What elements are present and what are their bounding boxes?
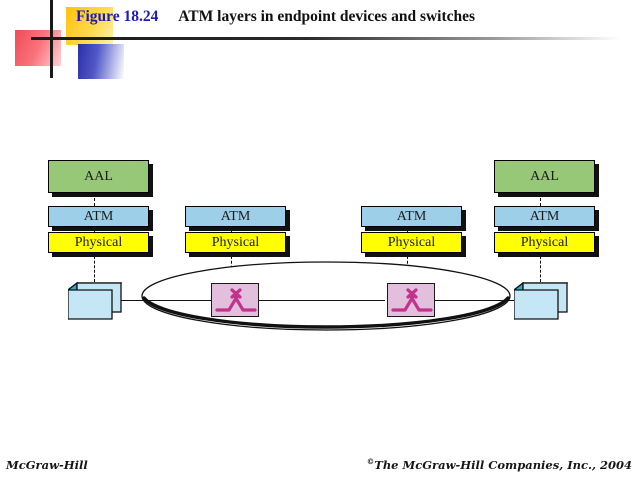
blue-swatch-icon [78, 44, 124, 79]
layer-box-aal-right: AAL [494, 160, 595, 193]
link-cloud-to-right-endpoint [431, 300, 516, 301]
switch-glyph-icon [215, 288, 257, 312]
layer-connector [94, 193, 95, 206]
layer-connector [231, 227, 232, 232]
layer-box-atm-left: ATM [48, 206, 149, 227]
layer-label: AAL [84, 168, 113, 184]
layer-label: ATM [83, 208, 114, 224]
layer-connector [540, 227, 541, 232]
figure-title: ATM layers in endpoint devices and switc… [178, 8, 476, 25]
layer-box-physical-left: Physical [48, 232, 149, 253]
layer-label: ATM [220, 208, 251, 224]
network-cloud [140, 258, 512, 338]
layer-label: ATM [396, 208, 427, 224]
red-swatch-icon [15, 30, 61, 66]
footer-brand: McGraw-Hill [6, 458, 88, 472]
layer-connector [540, 193, 541, 206]
footer-copyright: ©The McGraw-Hill Companies, Inc., 2004 [367, 457, 632, 472]
link-left-endpoint-to-cloud [120, 300, 215, 301]
layer-label: Physical [211, 234, 260, 250]
device-connector [540, 256, 541, 282]
endpoint-device-icon-right[interactable] [512, 281, 569, 321]
header-divider [50, 37, 620, 40]
layer-connector [94, 227, 95, 232]
switch-glyph-icon [391, 288, 433, 312]
atm-switch-icon-right[interactable] [387, 283, 435, 317]
layer-label: Physical [520, 234, 569, 250]
layer-label: ATM [529, 208, 560, 224]
link-switch-to-switch [255, 300, 385, 301]
layer-box-atm-switch-right: ATM [361, 206, 462, 227]
layer-box-atm-switch-left: ATM [185, 206, 286, 227]
layer-label: Physical [387, 234, 436, 250]
atm-switch-icon-left[interactable] [211, 283, 259, 317]
layer-box-physical-switch-right: Physical [361, 232, 462, 253]
endpoint-device-icon-left[interactable] [66, 281, 123, 321]
layer-label: Physical [74, 234, 123, 250]
copyright-icon: © [366, 457, 375, 466]
layer-box-atm-right: ATM [494, 206, 595, 227]
figure-number: Figure 18.24 [76, 8, 159, 25]
layer-box-physical-switch-left: Physical [185, 232, 286, 253]
layer-label: AAL [530, 168, 559, 184]
layer-box-aal-left: AAL [48, 160, 149, 193]
layer-connector [407, 227, 408, 232]
page-title: Figure 18.24 ATM layers in endpoint devi… [76, 8, 475, 30]
layer-box-physical-right: Physical [494, 232, 595, 253]
slide-decoration [0, 0, 215, 80]
device-connector [94, 256, 95, 282]
footer-copyright-text: The McGraw-Hill Companies, Inc., 2004 [374, 458, 632, 472]
